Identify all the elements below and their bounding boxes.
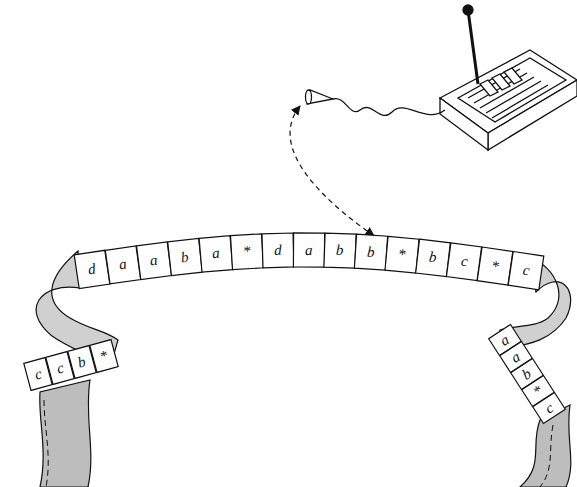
control-box (440, 5, 577, 150)
tape-cell (199, 236, 233, 273)
tape-symbol: b (180, 249, 189, 265)
wire (333, 99, 445, 116)
tape-cell (137, 242, 172, 280)
tape-cell (477, 247, 513, 285)
tape-cell (262, 233, 294, 268)
tape-symbol: c (522, 263, 531, 279)
tape-symbol: * (398, 247, 407, 263)
tape-cell (74, 250, 110, 288)
tape-symbol: b (367, 244, 375, 259)
tape-cell (90, 340, 118, 373)
tape-symbol: a (212, 246, 221, 262)
tape-cell (416, 239, 451, 276)
tape-symbol: c (460, 254, 469, 270)
tape-cell (231, 234, 264, 270)
tape-cell (324, 233, 356, 268)
tape-cell (354, 234, 387, 270)
tape-symbol: b (428, 250, 437, 266)
tape-symbol: b (336, 243, 344, 258)
tape-symbol: a (305, 242, 313, 257)
tape-tail-left (40, 380, 91, 487)
tape-symbol: * (243, 244, 251, 259)
tape-cell (293, 233, 324, 267)
tape-cell (105, 246, 140, 284)
tape-symbol: d (274, 243, 282, 258)
tape-cell (446, 243, 481, 281)
tape-cell (508, 252, 544, 290)
tape-cell (168, 238, 203, 275)
tape-cell (385, 236, 419, 273)
read-arrow (290, 106, 374, 236)
